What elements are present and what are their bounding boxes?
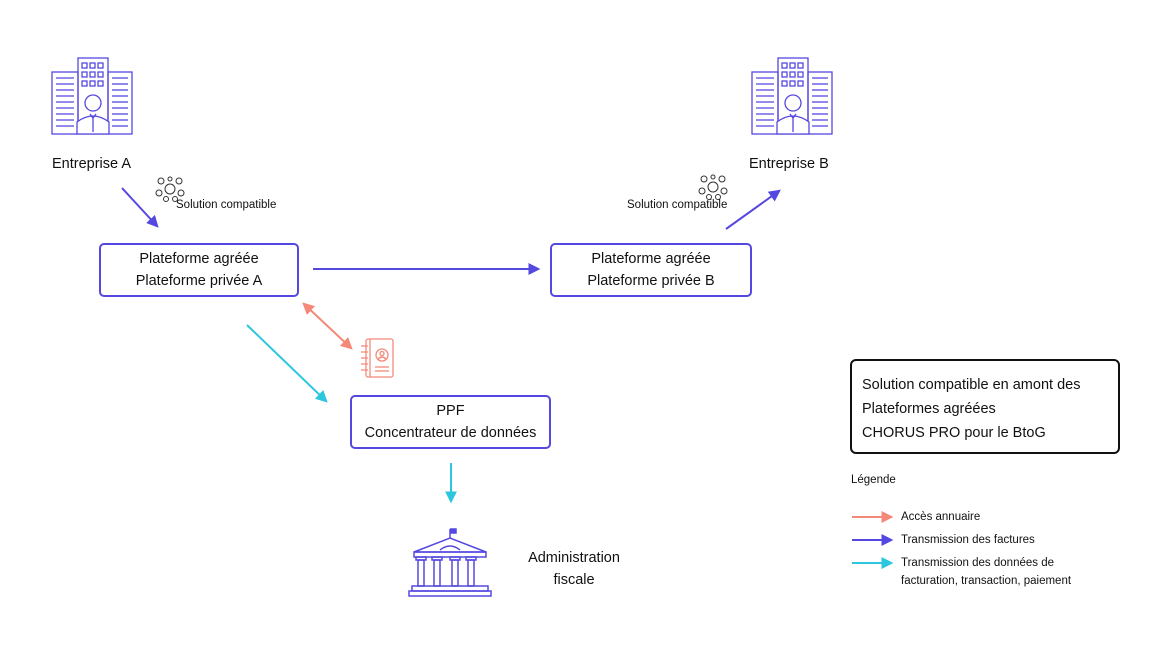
ppf-line2: Concentrateur de données [364,425,537,441]
plateforme-a-line1: Plateforme agréée [139,251,259,267]
plateforme-a-line2: Plateforme privée A [135,273,263,289]
ppf-line1: PPF [436,403,465,419]
legend-item-annuaire: Accès annuaire [901,511,981,523]
network-people-icon [155,176,185,202]
ppf-box: PPF Concentrateur de données [350,395,551,449]
administration-line1: Administration [528,550,620,566]
arrow-plateforme-b-to-entreprise-b [725,189,781,230]
government-building-icon [408,528,492,597]
entreprise-b-label: Entreprise B [749,156,829,172]
note-line2: Plateformes agréées [862,401,996,417]
solution-compatible-b-label: Solution compatible [627,199,728,211]
office-building-icon [751,57,833,135]
note-line1: Solution compatible en amont des [862,377,1081,393]
legend-item-donnees-line1: Transmission des données de [901,557,1054,569]
address-book-icon [361,338,394,378]
legend-item-donnees: Transmission des données de facturation,… [901,554,1071,590]
network-people-icon [698,174,728,200]
entreprise-a-label: Entreprise A [52,156,131,172]
arrow-plateforme-a-to-ppf [246,324,328,403]
office-building-icon [51,57,133,135]
plateforme-b-line2: Plateforme privée B [587,273,715,289]
administration-line2: fiscale [553,572,595,588]
arrow-annuaire-access [302,302,353,350]
administration-label: Administration fiscale [526,547,622,591]
legend-title: Légende [851,474,896,486]
legend-item-factures: Transmission des factures [901,534,1035,546]
plateforme-b-box: Plateforme agréée Plateforme privée B [550,243,752,297]
plateforme-b-line1: Plateforme agréée [591,251,711,267]
note-line3: CHORUS PRO pour le BtoG [862,425,1046,441]
plateforme-a-box: Plateforme agréée Plateforme privée A [99,243,299,297]
note-box: Solution compatible en amont des Platefo… [850,359,1120,454]
arrow-entreprise-a-to-plateforme-a [121,187,159,228]
solution-compatible-a-label: Solution compatible [176,199,277,211]
legend-item-donnees-line2: facturation, transaction, paiement [901,575,1072,587]
